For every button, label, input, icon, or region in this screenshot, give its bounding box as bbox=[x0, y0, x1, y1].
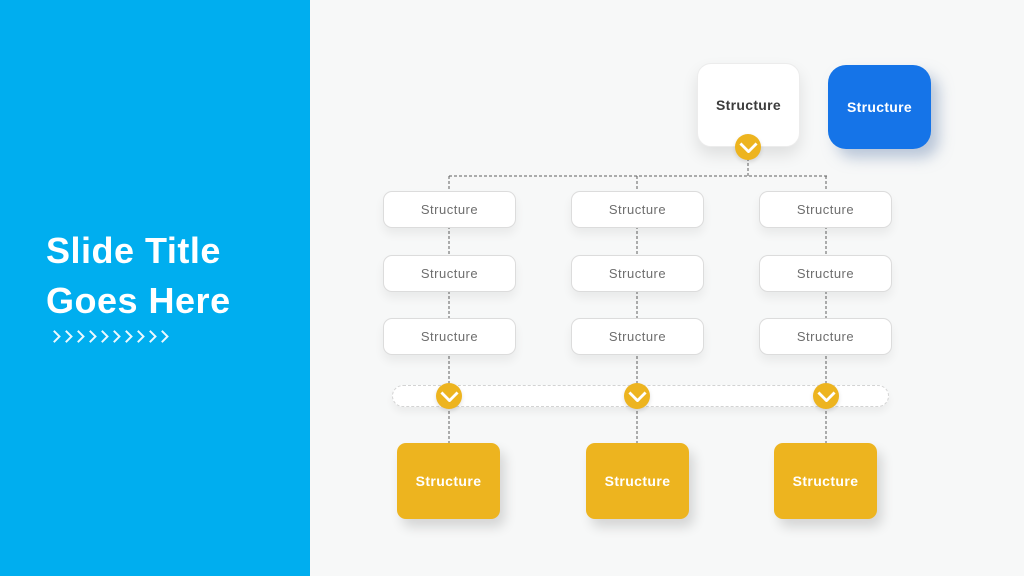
structure-label: Structure bbox=[608, 329, 667, 344]
structure-box: Structure bbox=[759, 318, 892, 355]
structure-box: Structure bbox=[571, 191, 704, 228]
structure-box: Structure bbox=[571, 255, 704, 292]
slide-title-line1: Slide Title bbox=[46, 230, 221, 271]
structure-box: Structure bbox=[759, 191, 892, 228]
highlight-structure-label: Structure bbox=[847, 99, 912, 115]
chevron-down-badge bbox=[813, 383, 839, 409]
structure-label: Structure bbox=[608, 266, 667, 281]
structure-box: Structure bbox=[759, 255, 892, 292]
structure-label: Structure bbox=[420, 329, 479, 344]
chevron-down-icon bbox=[816, 384, 836, 403]
result-structure-box: Structure bbox=[397, 443, 500, 519]
structure-label: Structure bbox=[420, 202, 479, 217]
result-structure-box: Structure bbox=[774, 443, 877, 519]
chevron-down-icon bbox=[738, 135, 758, 154]
result-structure-label: Structure bbox=[415, 473, 482, 489]
chevron-down-icon bbox=[439, 384, 459, 403]
chevron-down-badge bbox=[624, 383, 650, 409]
chevron-down-icon bbox=[627, 384, 647, 403]
structure-box: Structure bbox=[571, 318, 704, 355]
structure-label: Structure bbox=[608, 202, 667, 217]
result-structure-box: Structure bbox=[586, 443, 689, 519]
result-structure-label: Structure bbox=[604, 473, 671, 489]
chevron-down-badge bbox=[735, 134, 761, 160]
structure-box: Structure bbox=[383, 255, 516, 292]
title-sidebar: Slide Title Goes Here bbox=[0, 0, 310, 576]
structure-label: Structure bbox=[420, 266, 479, 281]
structure-label: Structure bbox=[796, 329, 855, 344]
highlight-structure-box: Structure bbox=[828, 65, 931, 149]
result-structure-label: Structure bbox=[792, 473, 859, 489]
structure-label: Structure bbox=[796, 266, 855, 281]
structure-box: Structure bbox=[383, 191, 516, 228]
slide-title: Slide Title Goes Here bbox=[46, 226, 231, 326]
structure-label: Structure bbox=[796, 202, 855, 217]
slide-title-line2: Goes Here bbox=[46, 280, 231, 321]
root-structure-label: Structure bbox=[716, 97, 781, 113]
chevron-down-badge bbox=[436, 383, 462, 409]
structure-box: Structure bbox=[383, 318, 516, 355]
root-structure-box: Structure bbox=[697, 63, 800, 147]
